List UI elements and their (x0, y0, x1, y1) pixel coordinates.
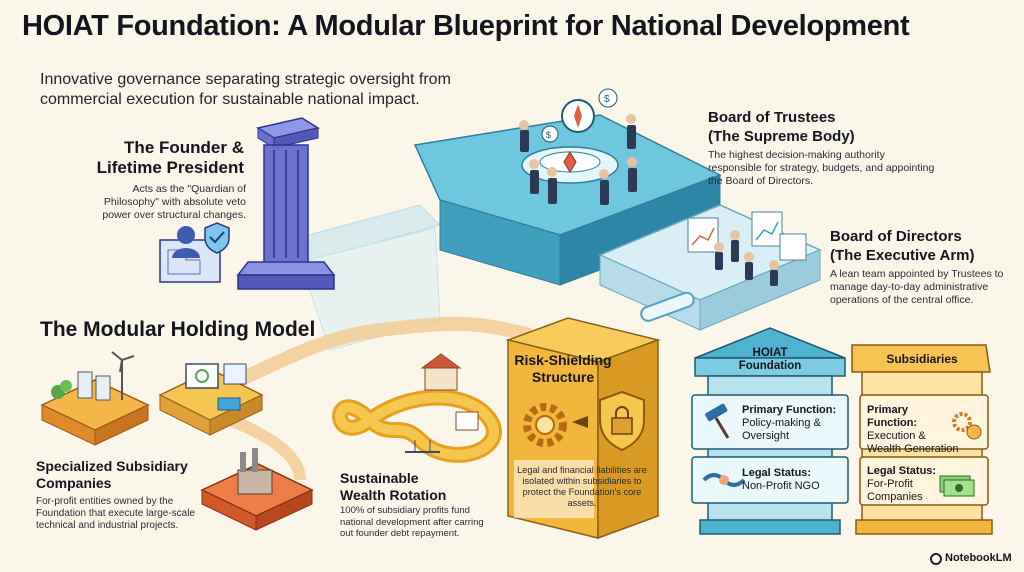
trustees-heading: Board of Trustees (The Supreme Body) (708, 108, 938, 146)
founder-heading-line1: The Founder & (124, 138, 244, 157)
subsidiaries-status-value: For-Profit Companies (867, 478, 923, 503)
risk-description: Legal and financial liabilities are isol… (517, 465, 647, 508)
subsidiaries-status-label: Legal Status: (867, 465, 937, 477)
risk-heading-line2: Structure (531, 369, 595, 385)
specialized-heading-line2: Companies (36, 475, 112, 491)
risk-heading-line1: Risk-Shielding (514, 352, 612, 368)
founder-icon (159, 222, 230, 283)
glass-bridge (289, 204, 441, 351)
trustees-heading-line2: (The Supreme Body) (708, 128, 855, 145)
wealth-heading-line2: Wealth Rotation (340, 487, 447, 503)
founder-heading: The Founder & Lifetime President (4, 138, 244, 178)
lock-shield-icon (599, 390, 645, 452)
foundation-status-value: Non-Profit NGO (742, 480, 820, 492)
handshake-icon (702, 473, 746, 487)
gavel-icon (705, 403, 730, 439)
foundation-pillar (691, 327, 849, 535)
directors-heading-line2: (The Executive Arm) (830, 247, 975, 264)
foundation-pillar-title: HOIAT Foundation (720, 347, 820, 373)
foundation-pillar-title-line1: HOIAT (752, 347, 788, 359)
foundation-status-label: Legal Status: (742, 467, 812, 479)
page-title: HOIAT Foundation: A Modular Blueprint fo… (22, 10, 910, 42)
money-stack-icon (939, 475, 975, 497)
wealth-heading-line1: Sustainable (340, 470, 419, 486)
specialized-heading-line1: Specialized Subsidiary (36, 458, 188, 474)
foundation-function-value: Policy-making & Oversight (742, 417, 821, 442)
directors-heading-line1: Board of Directors (830, 228, 962, 245)
subsidiaries-status: Legal Status: For-Profit Companies (867, 465, 941, 504)
notebooklm-logo (930, 553, 942, 565)
subsidiaries-pillar (851, 344, 993, 535)
watermark-label: NotebookLM (945, 552, 1012, 564)
trustees-heading-line1: Board of Trustees (708, 109, 836, 126)
directors-description: A lean team appointed by Trustees to man… (830, 268, 1004, 306)
tech-tile (158, 363, 264, 436)
specialized-description: For-profit entities owned by the Foundat… (36, 496, 195, 531)
gear-icon (523, 403, 567, 447)
svg-text:$: $ (546, 130, 551, 140)
wealth-heading: Sustainable Wealth Rotation (340, 470, 500, 504)
subsidiaries-function-value: Execution & Wealth Generation (867, 430, 959, 455)
founder-heading-line2: Lifetime President (96, 158, 244, 177)
infinity-loop (332, 353, 502, 463)
foundation-function-label: Primary Function: (742, 404, 837, 416)
directors-heading: Board of Directors (The Executive Arm) (830, 227, 1020, 265)
wealth-description: 100% of subsidiary profits fund national… (340, 505, 484, 539)
industry-tile (200, 448, 314, 531)
founder-pillar (236, 117, 336, 290)
subsidiaries-pillar-title: Subsidiaries (886, 352, 958, 366)
directors-platform (598, 204, 822, 331)
modular-heading: The Modular Holding Model (40, 318, 316, 341)
energy-tile (40, 351, 150, 446)
specialized-heading: Specialized Subsidiary Companies (36, 458, 236, 492)
subsidiaries-function: Primary Function: Execution & Wealth Gen… (867, 404, 959, 456)
foundation-status: Legal Status: Non-Profit NGO (742, 467, 846, 493)
risk-heading: Risk-Shielding Structure (508, 352, 618, 386)
page-subtitle: Innovative governance separating strateg… (40, 71, 451, 108)
foundation-pillar-title-line2: Foundation (738, 360, 802, 372)
foundation-function: Primary Function: Policy-making & Oversi… (742, 404, 846, 443)
subsidiaries-function-label: Primary Function: (867, 404, 918, 429)
gears-coin-icon (952, 412, 982, 440)
founder-description: Acts as the "Quardian of Philosophy" wit… (102, 183, 246, 221)
trustees-description: The highest decision-making authority re… (708, 149, 935, 187)
svg-text:$: $ (604, 94, 610, 105)
arrow-icon (572, 416, 588, 428)
